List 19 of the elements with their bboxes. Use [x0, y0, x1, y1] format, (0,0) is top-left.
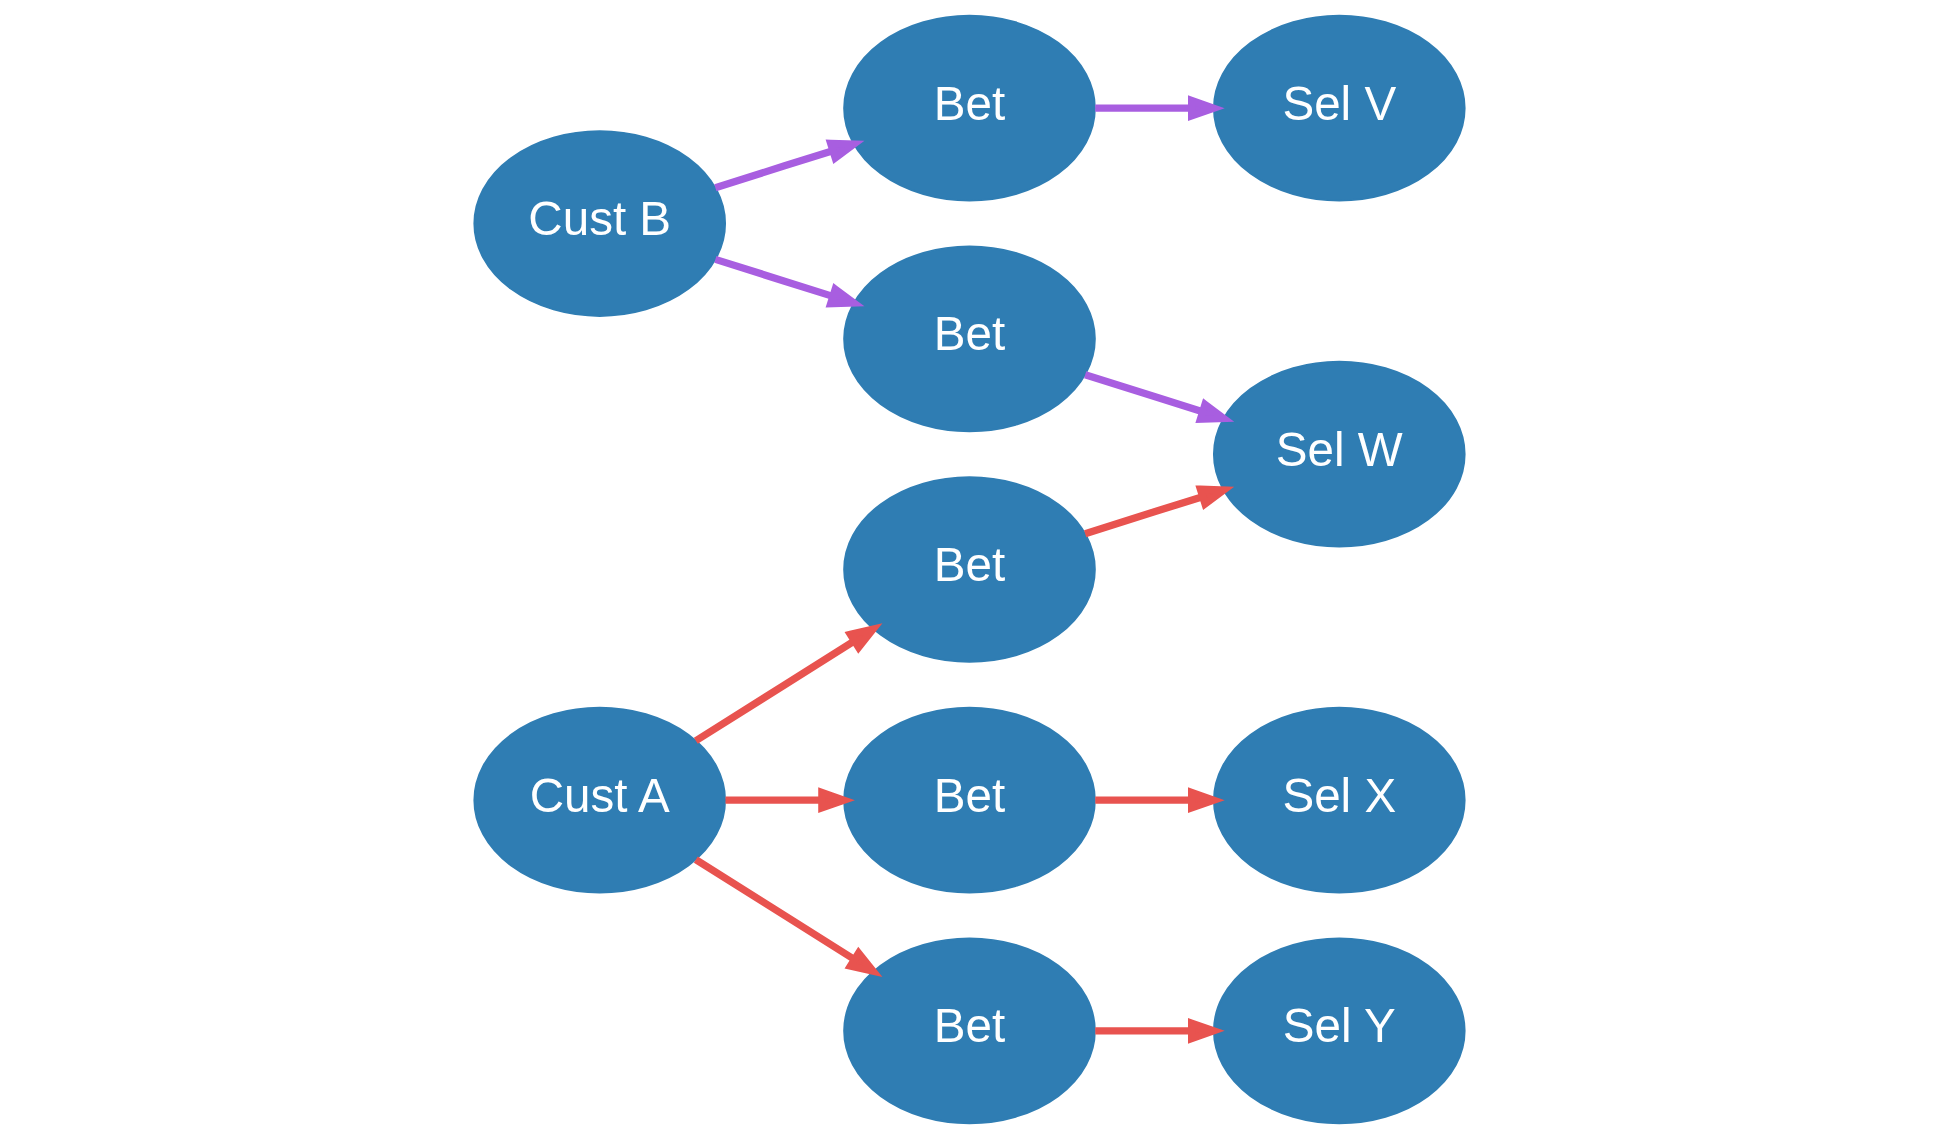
arrow	[693, 623, 882, 744]
arrow	[713, 139, 864, 192]
node-ellipse: Cust B	[472, 130, 726, 317]
node-ellipse: Sel Y	[1212, 937, 1466, 1125]
arrow	[1083, 485, 1234, 538]
node-ellipse: Bet	[842, 245, 1096, 433]
node-ellipse: Bet	[842, 706, 1096, 894]
node-ellipse: Sel V	[1212, 14, 1466, 202]
arrow	[693, 856, 882, 978]
arrow	[1083, 371, 1234, 423]
node-ellipse: Cust A	[472, 706, 726, 894]
node-ellipse: Sel X	[1212, 706, 1466, 894]
arrow	[713, 255, 864, 308]
arrow	[1094, 95, 1225, 122]
arrow	[1094, 787, 1225, 813]
arrow	[725, 787, 855, 813]
node-ellipse: Bet	[842, 14, 1096, 202]
arrow	[1094, 1017, 1225, 1044]
node-ellipse: Sel W	[1212, 360, 1466, 548]
